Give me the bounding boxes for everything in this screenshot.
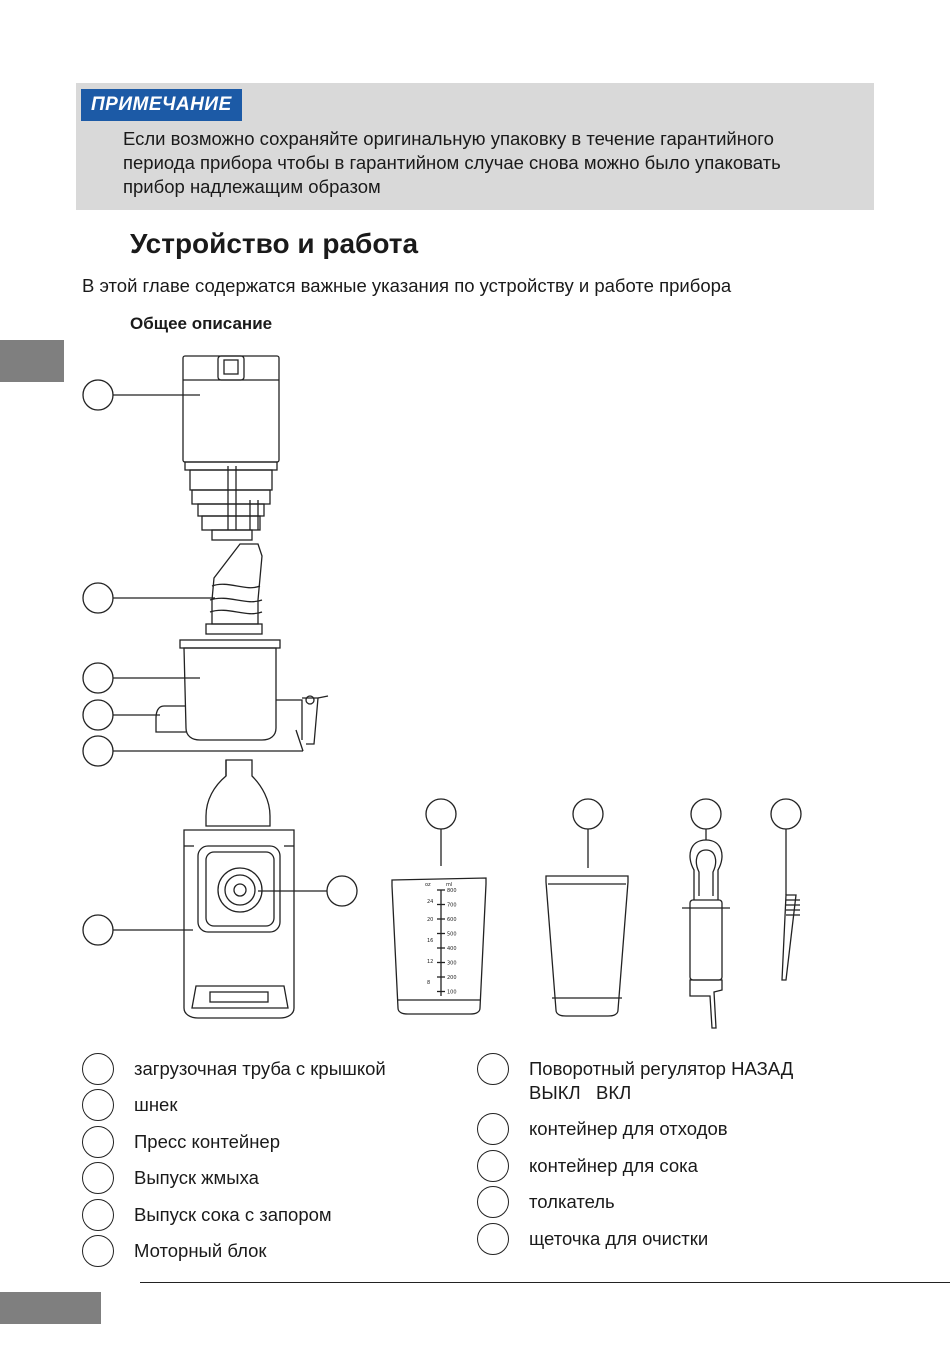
jug-scale: oz ml 24 20 16 12 8 800 700 600 500 400 300 200 100	[425, 882, 457, 996]
note-line: Если возможно сохраняйте оригинальную уп…	[123, 128, 774, 149]
legend-label: Выпуск жмыха	[134, 1167, 259, 1188]
legend-label: контейнер для сока	[529, 1155, 698, 1176]
leader-lines	[113, 394, 787, 931]
note-box: ПРИМЕЧАНИЕ Если возможно сохраняйте ориг…	[76, 83, 874, 210]
callout-circle	[82, 699, 114, 731]
jug-unit-label: oz	[425, 882, 431, 888]
callout-circle	[572, 798, 604, 830]
jug-ml-label: 700	[447, 903, 457, 909]
note-tag: ПРИМЕЧАНИЕ	[81, 89, 242, 121]
callout-circles	[82, 379, 802, 946]
legend-circle	[82, 1126, 114, 1158]
legend-label: Моторный блок	[134, 1240, 267, 1261]
jug-ml-label: 800	[447, 888, 457, 894]
legend-circle	[82, 1089, 114, 1121]
legend-circle	[82, 1053, 114, 1085]
jug-ml-label: 200	[447, 975, 457, 981]
jug-ml-label: 600	[447, 917, 457, 923]
footer-rule	[140, 1282, 950, 1283]
jug-unit-label: ml	[446, 882, 452, 888]
legend-circle	[477, 1223, 509, 1255]
note-line: периода прибора чтобы в гарантийном случ…	[123, 152, 781, 173]
section-intro: В этой главе содержатся важные указания …	[82, 275, 732, 296]
jug-oz-label: 12	[427, 959, 433, 965]
callout-circle	[425, 798, 457, 830]
legend-circle	[82, 1235, 114, 1267]
callout-circle	[326, 875, 358, 907]
press-container	[155, 639, 329, 745]
feed-chute	[182, 355, 280, 541]
motor-base	[183, 759, 295, 1019]
auger	[205, 543, 263, 635]
legend-label: Выпуск сока с запором	[134, 1204, 332, 1225]
callout-circle	[82, 379, 114, 411]
pulp-container	[391, 877, 487, 1015]
jug-oz-label: 16	[427, 938, 433, 944]
appliance-diagram: oz ml 24 20 16 12 8 800 700 600 500 400 300 200 100	[82, 355, 802, 1029]
callout-circle	[690, 798, 722, 830]
callout-circle	[770, 798, 802, 830]
legend-circle	[82, 1199, 114, 1231]
jug-ml-label: 300	[447, 961, 457, 967]
legend-circle	[82, 1162, 114, 1194]
legend-label-line: Поворотный регулятор НАЗАД	[529, 1058, 794, 1079]
jug-ml-label: 100	[447, 990, 457, 996]
legend-label: загрузочная труба с крышкой	[134, 1058, 386, 1079]
legend-circle	[477, 1113, 509, 1145]
note-line: прибор надлежащим образом	[123, 176, 381, 197]
callout-circle	[82, 914, 114, 946]
note-text: Если возможно сохраняйте оригинальную уп…	[123, 127, 863, 199]
page-number-tab	[0, 1292, 101, 1324]
legend-circle	[477, 1053, 509, 1085]
legend-label: шнек	[134, 1094, 178, 1115]
section-subtitle: Общее описание	[130, 314, 273, 333]
callout-circle	[82, 662, 114, 694]
legend-label: контейнер для отходов	[529, 1118, 728, 1139]
legend-label-line: ВЫКЛ ВКЛ	[529, 1082, 632, 1103]
legend-circle	[477, 1150, 509, 1182]
legend-label: щеточка для очистки	[529, 1228, 709, 1249]
jug-ml-label: 400	[447, 946, 457, 952]
legend-circle	[477, 1186, 509, 1218]
legend-label: Пресс контейнер	[134, 1131, 281, 1152]
jug-oz-label: 8	[427, 980, 430, 986]
callout-circle	[82, 582, 114, 614]
section-title: Устройство и работа	[130, 228, 419, 259]
callout-circle	[82, 735, 114, 767]
jug-oz-label: 24	[427, 899, 433, 905]
jug-oz-label: 20	[427, 917, 433, 923]
jug-ml-label: 500	[447, 932, 457, 938]
pusher	[682, 839, 730, 1029]
side-tab-marker	[0, 340, 64, 382]
juice-container	[545, 875, 629, 1017]
legend-label: толкатель	[529, 1191, 615, 1212]
legend-label: Поворотный регулятор НАЗАД ВЫКЛ ВКЛ	[529, 1057, 793, 1105]
cleaning-brush	[781, 894, 800, 981]
